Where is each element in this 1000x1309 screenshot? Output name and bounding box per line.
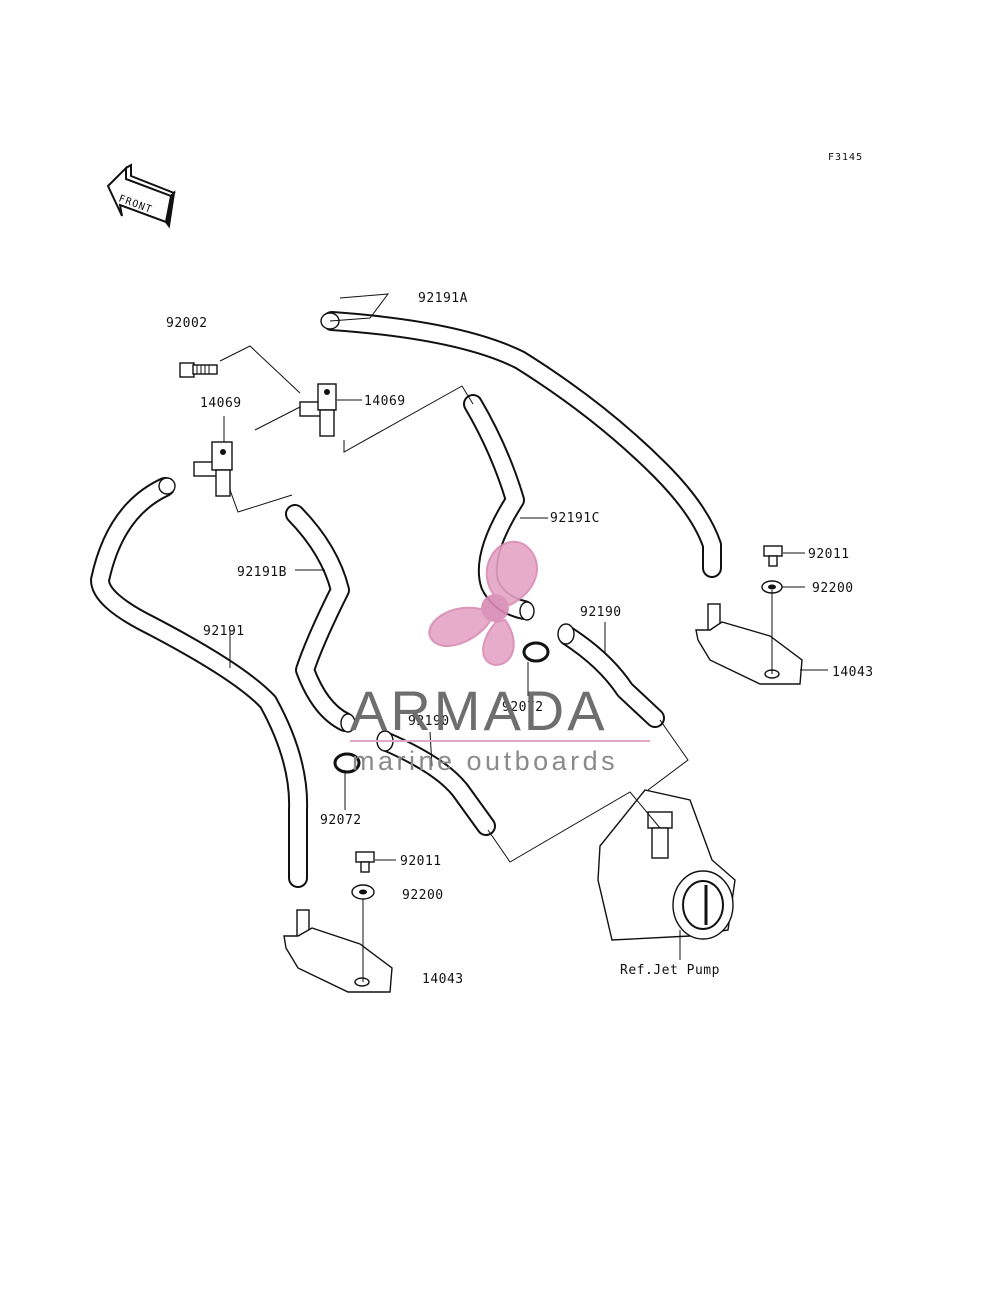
label-92011-left: 92011 — [400, 854, 442, 869]
bracket-14043-left — [283, 909, 393, 993]
label-92072-upper: 92072 — [502, 700, 544, 715]
leader-92191B-top — [229, 489, 293, 513]
label-92200-right: 92200 — [812, 581, 854, 596]
label-92200-left: 92200 — [402, 888, 444, 903]
figure-code: F3145 — [828, 152, 863, 163]
jet-pump-housing — [597, 789, 736, 941]
label-92072-lower: 92072 — [320, 813, 362, 828]
label-92191: 92191 — [203, 624, 245, 639]
label-92191B: 92191B — [237, 565, 287, 580]
leader-92190-left-pump — [487, 791, 661, 863]
hose-92191 — [90, 477, 309, 888]
leader-92190-right-pump — [647, 719, 689, 791]
hose-92191B — [285, 504, 356, 733]
clamp-92072-lower — [333, 752, 361, 774]
armada-propeller-logo — [428, 540, 538, 667]
leader-92190-left — [429, 731, 433, 767]
fitting-14069-right — [299, 383, 337, 437]
label-ref-jet-pump: Ref.Jet Pump — [620, 963, 720, 978]
label-14069-right: 14069 — [364, 394, 406, 409]
leader-14069-left-dir — [254, 406, 301, 431]
label-92011-right: 92011 — [808, 547, 850, 562]
hose-92191A — [320, 311, 722, 578]
leader-92191C-top — [343, 385, 474, 453]
label-92191A: 92191A — [418, 291, 468, 306]
bolt-92011-left — [355, 851, 375, 873]
hose-92190-right — [557, 623, 665, 728]
bolt-92002 — [179, 362, 218, 378]
bolt-92011-right — [763, 545, 783, 567]
washer-92200-left — [351, 884, 375, 900]
label-14043-right: 14043 — [832, 665, 874, 680]
label-92190-left: 92190 — [408, 714, 450, 729]
label-92191C: 92191C — [550, 511, 600, 526]
front-arrow-icon: FRONT — [106, 163, 176, 229]
bracket-14043-right — [695, 603, 803, 685]
leader-92002 — [219, 345, 301, 394]
watermark-title: ARMADA — [350, 679, 608, 742]
label-14043-left: 14043 — [422, 972, 464, 987]
label-14069-left: 14069 — [200, 396, 242, 411]
label-92190-right: 92190 — [580, 605, 622, 620]
fitting-14069-left — [193, 441, 233, 497]
label-92002: 92002 — [166, 316, 208, 331]
leader-92191A — [329, 293, 390, 322]
watermark-subtitle: marine outboards — [352, 746, 618, 776]
clamp-92072-upper — [522, 641, 550, 663]
